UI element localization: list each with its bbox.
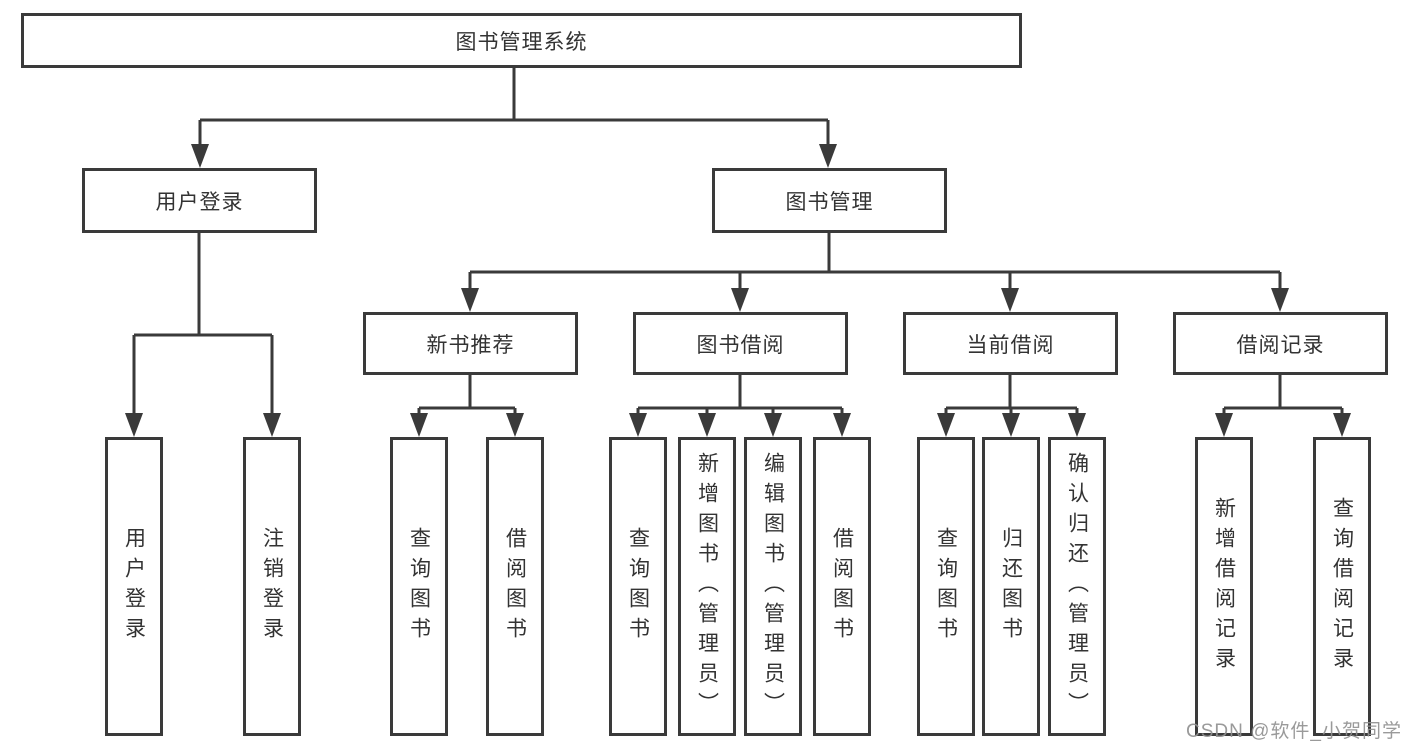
leaf-return-books: 归还图书	[982, 437, 1040, 736]
leaf-logout: 注销登录	[243, 437, 301, 736]
leaf-label: 归还图书	[999, 526, 1023, 647]
leaf-user-login: 用户登录	[105, 437, 163, 736]
leaf-add-borrow-record: 新增借阅记录	[1195, 437, 1253, 736]
leaf-label: 注销登录	[260, 526, 284, 647]
leaf-label: 查询图书	[626, 526, 650, 647]
csdn-watermark: CSDN @软件_小贺同学	[1186, 721, 1402, 742]
arrowheads	[125, 144, 1351, 437]
leaf-query-books: 查询图书	[390, 437, 448, 736]
node-borrowing-records: 借阅记录	[1173, 312, 1388, 375]
leaf-edit-books-admin: 编辑图书（管理员）	[744, 437, 802, 736]
node-book-borrowing: 图书借阅	[633, 312, 848, 375]
leaf-confirm-return-admin: 确认归还（管理员）	[1048, 437, 1106, 736]
leaf-borrow-books: 借阅图书	[813, 437, 871, 736]
node-user-login: 用户登录	[82, 168, 317, 233]
leaf-label: 借阅图书	[503, 526, 527, 647]
leaf-label: 确认归还（管理员）	[1065, 451, 1089, 722]
node-book-management: 图书管理	[712, 168, 947, 233]
leaf-query-books: 查询图书	[917, 437, 975, 736]
leaf-label: 新增借阅记录	[1212, 496, 1236, 677]
leaf-label: 借阅图书	[830, 526, 854, 647]
node-new-book-recommendation: 新书推荐	[363, 312, 578, 375]
leaf-query-borrow-record: 查询借阅记录	[1313, 437, 1371, 736]
leaf-borrow-books: 借阅图书	[486, 437, 544, 736]
leaf-label: 查询借阅记录	[1330, 496, 1354, 677]
leaf-label: 查询图书	[934, 526, 958, 647]
leaf-label: 查询图书	[407, 526, 431, 647]
leaf-label: 用户登录	[122, 526, 146, 647]
leaf-label: 编辑图书（管理员）	[761, 451, 785, 722]
leaf-query-books: 查询图书	[609, 437, 667, 736]
node-library-management-system: 图书管理系统	[21, 13, 1022, 68]
leaf-add-books-admin: 新增图书（管理员）	[678, 437, 736, 736]
node-current-borrowing: 当前借阅	[903, 312, 1118, 375]
leaf-label: 新增图书（管理员）	[695, 451, 719, 722]
